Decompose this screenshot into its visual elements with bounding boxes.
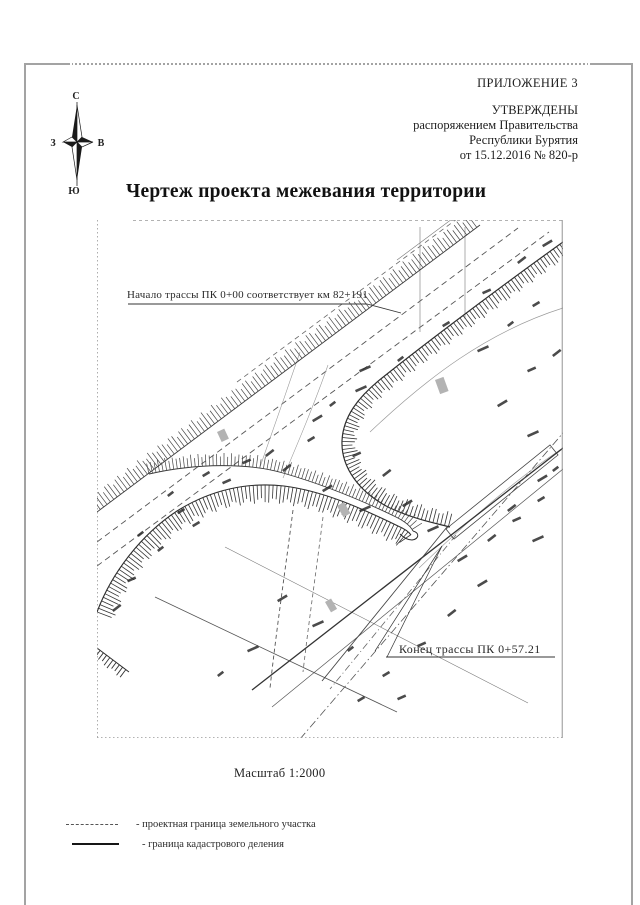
compass-east-label: В [98, 138, 105, 149]
survey-map-drawing [97, 220, 563, 738]
legend-label: - проектная граница земельного участка [136, 818, 316, 830]
legend-item-project-boundary: - проектная граница земельного участка [66, 817, 316, 831]
legend-item-cadastral-boundary: - граница кадастрового деления [66, 837, 284, 851]
compass-rose-icon: С Ю З В [50, 91, 105, 197]
route-start-annotation: Начало трассы ПК 0+00 соответствует км 8… [127, 289, 368, 301]
approval-line: Республики Бурятия [469, 133, 578, 147]
page-border-right [631, 63, 633, 905]
survey-map: Начало трассы ПК 0+00 соответствует км 8… [97, 220, 563, 738]
compass-west-label: З [50, 138, 55, 149]
appendix-label: ПРИЛОЖЕНИЕ 3 [477, 76, 578, 90]
compass-south-label: Ю [68, 186, 79, 197]
approval-line: от 15.12.2016 № 820-р [459, 148, 578, 162]
dashed-line-sample [66, 823, 118, 825]
legend-label: - граница кадастрового деления [142, 838, 284, 850]
approval-block: УТВЕРЖДЕНЫ распоряжением Правительства Р… [413, 103, 578, 163]
map-scale-label: Масштаб 1:2000 [234, 766, 326, 780]
route-end-annotation: Конец трассы ПК 0+57.21 [399, 642, 541, 656]
approval-line: распоряжением Правительства [413, 118, 578, 132]
approval-line: УТВЕРЖДЕНЫ [491, 103, 578, 117]
compass-north-label: С [72, 91, 79, 102]
page-border-top-texture [70, 63, 590, 65]
page-title: Чертеж проекта межевания территории [126, 181, 487, 202]
page-border-left [24, 63, 26, 905]
solid-line-sample [72, 843, 119, 845]
